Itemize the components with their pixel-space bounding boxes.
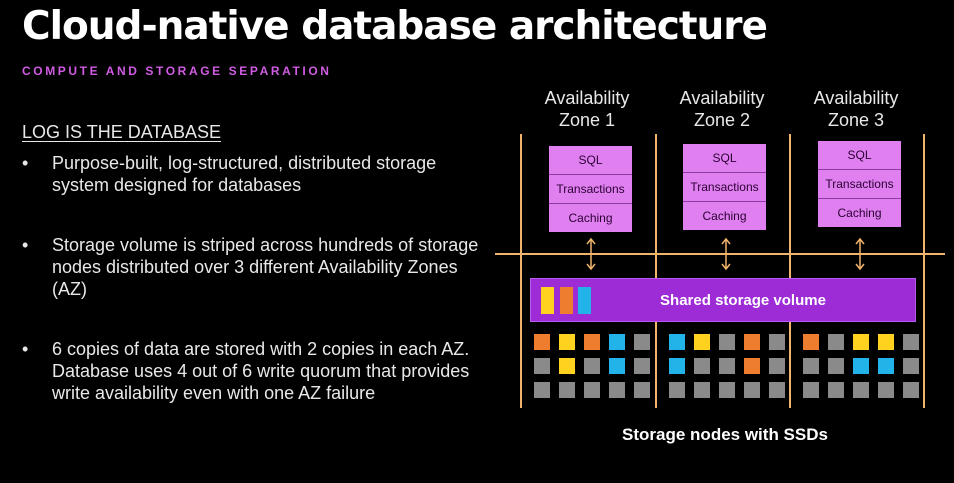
zone-name-line1: Availability — [544, 88, 630, 108]
bullet-text: Purpose-built, log-structured, distribut… — [52, 153, 437, 195]
zone-divider-line — [923, 134, 925, 408]
zone-label-2: Availability Zone 2 — [657, 87, 787, 131]
zone-name-line2: Zone 1 — [558, 110, 616, 130]
bullet-dot-icon: • — [22, 339, 29, 359]
storage-node — [803, 358, 819, 374]
section-heading: LOG IS THE DATABASE — [22, 122, 222, 142]
storage-nodes-zone-2 — [669, 334, 785, 398]
storage-block — [578, 287, 591, 314]
zone-divider-line — [520, 134, 522, 408]
storage-node — [853, 334, 869, 350]
compute-stack-zone-3: SQL Transactions Caching — [818, 141, 901, 227]
storage-node — [669, 382, 685, 398]
storage-node — [634, 334, 650, 350]
storage-node — [744, 382, 760, 398]
double-arrow-icon — [855, 237, 865, 271]
storage-node — [534, 334, 550, 350]
storage-nodes-caption: Storage nodes with SSDs — [622, 425, 828, 444]
page-title: Cloud-native database architecture — [22, 4, 768, 49]
storage-node — [694, 358, 710, 374]
storage-node — [744, 358, 760, 374]
storage-node — [853, 358, 869, 374]
storage-node — [559, 334, 575, 350]
storage-node — [878, 334, 894, 350]
storage-node — [828, 358, 844, 374]
shared-storage-volume: Shared storage volume — [530, 278, 916, 322]
shared-storage-label: Shared storage volume — [660, 292, 826, 309]
storage-nodes-zone-1 — [534, 334, 650, 398]
storage-node — [803, 382, 819, 398]
storage-node — [719, 358, 735, 374]
bullet-item: • 6 copies of data are stored with 2 cop… — [22, 338, 492, 404]
zone-divider-line — [655, 134, 657, 408]
storage-node — [878, 382, 894, 398]
storage-node — [609, 382, 625, 398]
zone-label-1: Availability Zone 1 — [522, 87, 652, 131]
compute-stack-zone-2: SQL Transactions Caching — [683, 144, 766, 230]
storage-node — [634, 382, 650, 398]
compute-stack-zone-1: SQL Transactions Caching — [549, 146, 632, 232]
bullet-item: • Storage volume is striped across hundr… — [22, 234, 492, 300]
storage-node — [584, 382, 600, 398]
storage-node — [803, 334, 819, 350]
storage-nodes-zone-3 — [803, 334, 919, 398]
storage-node — [584, 334, 600, 350]
bullet-item: • Purpose-built, log-structured, distrib… — [22, 152, 492, 196]
caching-layer: Caching — [549, 204, 632, 232]
storage-node — [534, 358, 550, 374]
transactions-layer: Transactions — [549, 175, 632, 204]
text-panel: LOG IS THE DATABASE • Purpose-built, log… — [22, 122, 492, 442]
storage-node — [719, 382, 735, 398]
transactions-layer: Transactions — [818, 170, 901, 199]
storage-node — [769, 334, 785, 350]
bullet-text: Storage volume is striped across hundred… — [52, 235, 479, 299]
storage-node — [694, 382, 710, 398]
double-arrow-icon — [586, 237, 596, 271]
storage-node — [609, 358, 625, 374]
storage-node — [584, 358, 600, 374]
storage-node — [694, 334, 710, 350]
bullet-dot-icon: • — [22, 235, 29, 255]
transactions-layer: Transactions — [683, 173, 766, 202]
storage-node — [744, 334, 760, 350]
storage-block — [560, 287, 573, 314]
storage-node — [903, 334, 919, 350]
tier-divider-line — [495, 253, 945, 255]
storage-node — [828, 382, 844, 398]
storage-node — [634, 358, 650, 374]
storage-node — [769, 358, 785, 374]
zone-name-line1: Availability — [813, 88, 899, 108]
storage-node — [669, 358, 685, 374]
storage-node — [878, 358, 894, 374]
storage-node — [903, 382, 919, 398]
double-arrow-icon — [721, 237, 731, 271]
zone-name-line2: Zone 3 — [827, 110, 885, 130]
sql-layer: SQL — [549, 146, 632, 175]
zone-name-line1: Availability — [679, 88, 765, 108]
storage-node — [534, 382, 550, 398]
bullet-text: 6 copies of data are stored with 2 copie… — [52, 339, 470, 403]
storage-node — [609, 334, 625, 350]
sql-layer: SQL — [818, 141, 901, 170]
bullet-list: • Purpose-built, log-structured, distrib… — [22, 152, 492, 404]
storage-node — [828, 334, 844, 350]
zone-label-3: Availability Zone 3 — [791, 87, 921, 131]
page-subtitle: COMPUTE AND STORAGE SEPARATION — [22, 64, 332, 78]
sql-layer: SQL — [683, 144, 766, 173]
storage-node — [903, 358, 919, 374]
bullet-dot-icon: • — [22, 153, 29, 173]
caching-layer: Caching — [683, 202, 766, 230]
storage-node — [769, 382, 785, 398]
storage-block — [541, 287, 554, 314]
storage-node — [669, 334, 685, 350]
storage-node — [559, 358, 575, 374]
zone-divider-line — [789, 134, 791, 408]
storage-node — [853, 382, 869, 398]
caching-layer: Caching — [818, 199, 901, 227]
storage-node — [559, 382, 575, 398]
zone-name-line2: Zone 2 — [693, 110, 751, 130]
storage-node — [719, 334, 735, 350]
